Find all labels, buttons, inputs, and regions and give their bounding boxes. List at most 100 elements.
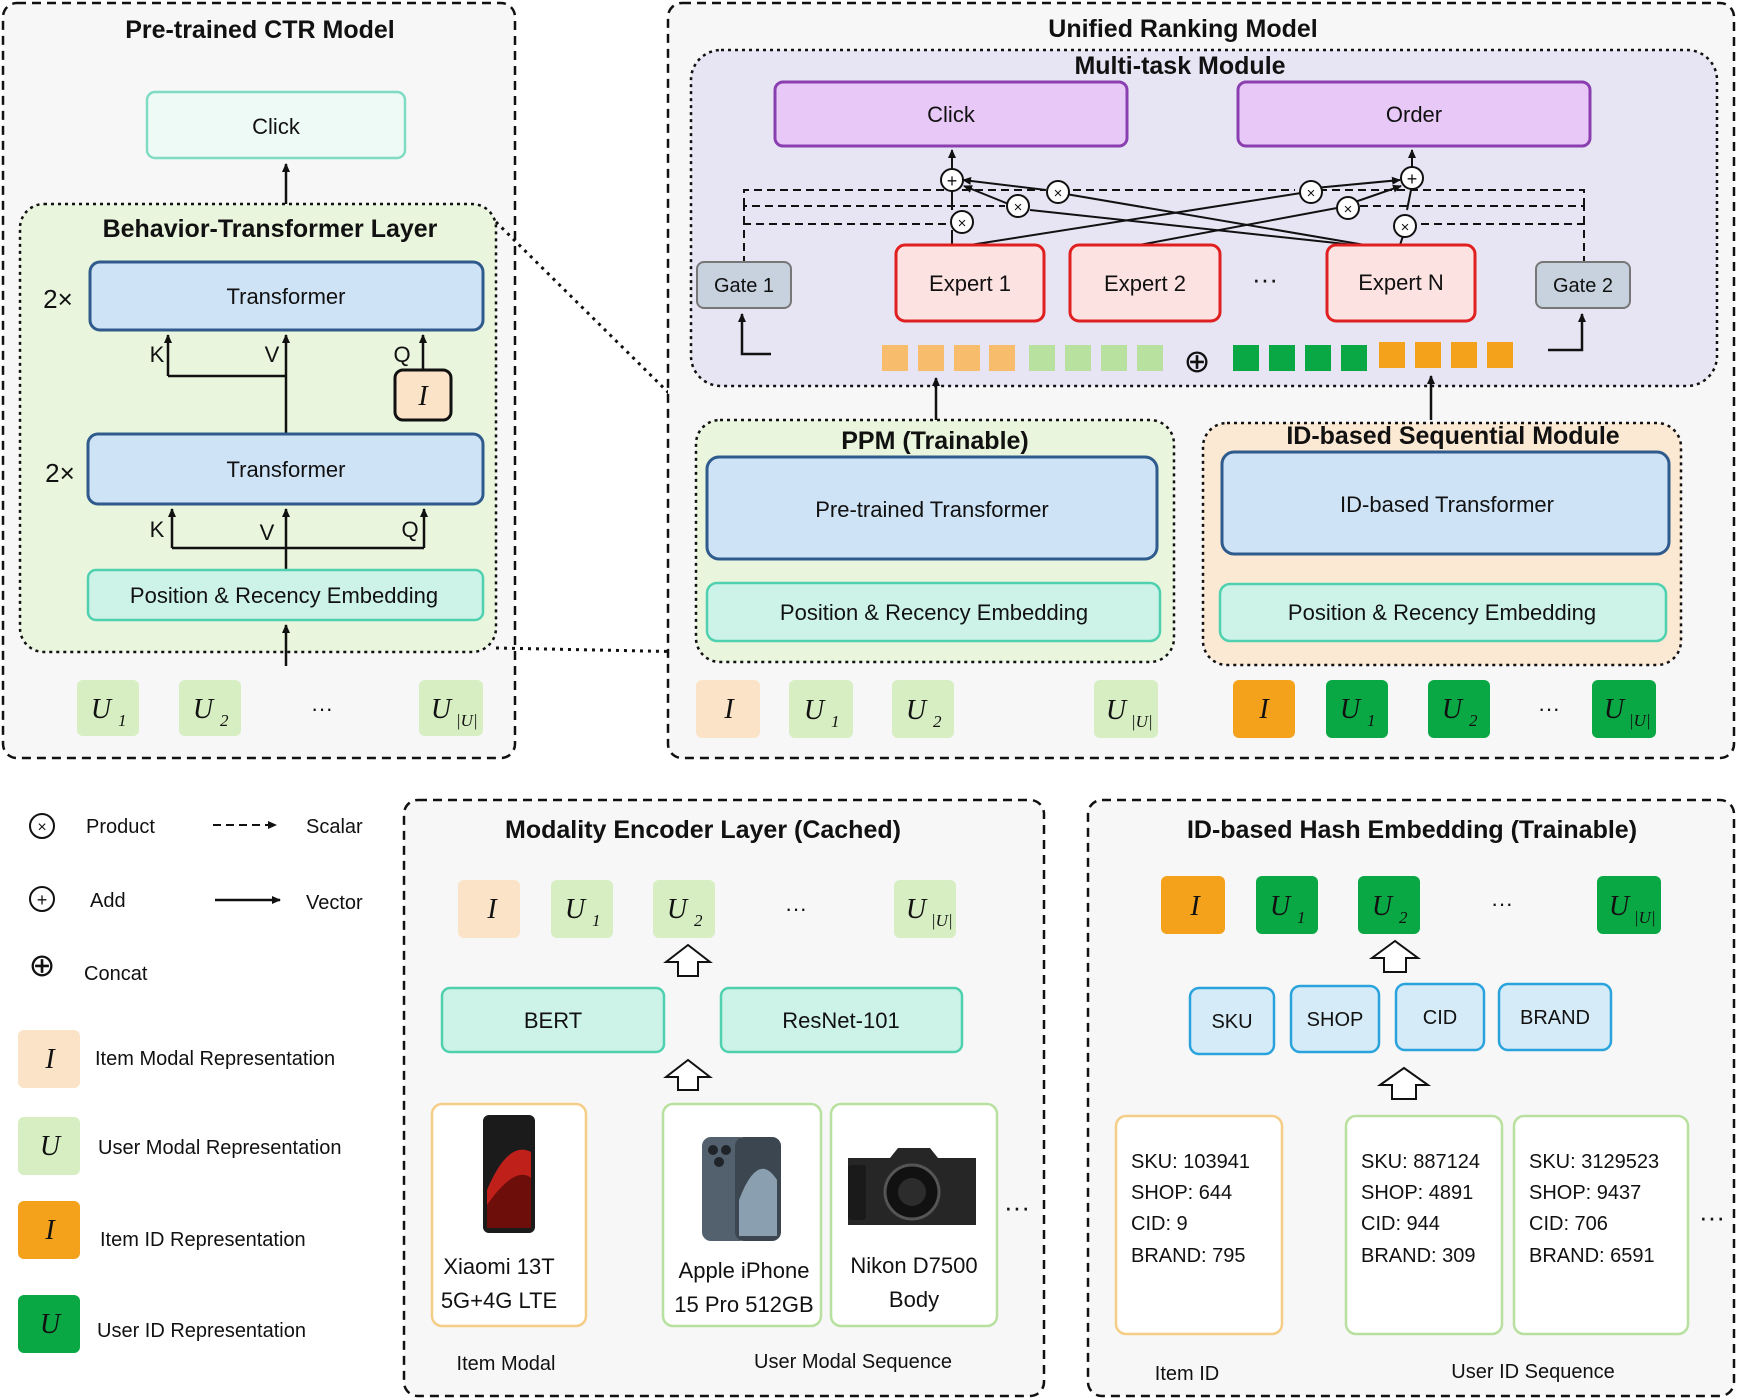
unified-id-token-i	[1233, 680, 1295, 738]
unified-id-token-u1-sub: 1	[1367, 711, 1376, 730]
unified-token-u1-label: U	[804, 695, 826, 726]
user-id-1-brand: BRAND: 309	[1361, 1245, 1476, 1267]
user-id-2-brand: BRAND: 6591	[1529, 1245, 1655, 1267]
expert-dots: ···	[1252, 264, 1278, 294]
user-id-1-cid: CID: 944	[1361, 1213, 1440, 1235]
hash-token-un-label: U	[1609, 891, 1631, 922]
unified-token-u2-label: U	[906, 695, 928, 726]
unified-id-token-un	[1592, 680, 1656, 738]
unified-token-u1	[789, 680, 853, 738]
svg-text:×: ×	[1014, 199, 1023, 216]
k-label-bottom: K	[150, 517, 165, 542]
unified-ranking-panel: Unified Ranking Model Multi-task Module …	[666, 1, 1736, 760]
unified-id-tokens: I U 1 U 2 ··· U |U|	[1233, 680, 1656, 738]
phone-image	[483, 1115, 535, 1233]
unified-id-token-un-sub: |U|	[1629, 711, 1651, 730]
expert-1-label: Expert 1	[929, 271, 1011, 296]
item-card-line2: 5G+4G LTE	[441, 1288, 557, 1313]
ppm-transformer-box	[705, 455, 1159, 561]
left-token-un	[419, 680, 483, 736]
encoder-token-i-label: I	[486, 894, 498, 925]
q-label-top: Q	[393, 342, 410, 367]
legend-item-modal-glyph: I	[44, 1044, 56, 1075]
encoder-token-u1	[551, 880, 613, 938]
ppm-title: PPM (Trainable)	[841, 427, 1029, 455]
gate-scalar-lines	[743, 189, 1585, 264]
idseq-transformer-box	[1220, 450, 1671, 556]
left-token-u2-label: U	[193, 694, 215, 725]
unified-id-token-u1-label: U	[1340, 694, 1362, 725]
concat-symbol: ⊕	[1184, 343, 1211, 379]
iphone-image	[702, 1137, 781, 1241]
left-token-un-sub: |U|	[456, 711, 478, 730]
item-id-caption: Item ID	[1155, 1363, 1219, 1385]
idseq-pos-embedding	[1218, 582, 1668, 643]
item-query-label: I	[417, 381, 429, 412]
unified-id-token-u2-label: U	[1442, 694, 1464, 725]
unified-token-i	[696, 680, 760, 738]
user-id-2-shop: SHOP: 9437	[1529, 1182, 1641, 1204]
add-click-icon	[940, 168, 964, 192]
bert-label: BERT	[524, 1008, 582, 1033]
unified-token-u2	[892, 680, 954, 738]
idseq-transformer-label: ID-based Transformer	[1340, 492, 1554, 517]
user-id-1-shop: SHOP: 4891	[1361, 1182, 1473, 1204]
transformer-top-label: Transformer	[227, 284, 346, 309]
user-card-1-line1: Apple iPhone	[679, 1258, 810, 1283]
camera-image	[848, 1148, 976, 1225]
multitask-title: Multi-task Module	[1074, 52, 1285, 80]
legend-item-id-swatch	[18, 1201, 80, 1259]
pretrained-title: Pre-trained CTR Model	[125, 16, 394, 44]
hash-up-arrow-top	[1368, 939, 1422, 973]
hash-token-u2-sub: 2	[1399, 908, 1408, 927]
arrow-into-gate-2	[1548, 313, 1586, 352]
pretrained-ctr-panel: Pre-trained CTR Model Click Behavior-Tra…	[1, 1, 517, 760]
encoder-token-un	[894, 880, 956, 938]
encoder-token-i	[458, 880, 520, 938]
hash-up-arrow-bottom	[1376, 1066, 1432, 1100]
legend-user-id-glyph: U	[40, 1309, 62, 1340]
unified-id-token-u2	[1428, 680, 1490, 738]
legend-user-modal-swatch	[18, 1117, 80, 1175]
expert-2-label: Expert 2	[1104, 271, 1186, 296]
encoder-token-u2-sub: 2	[694, 911, 703, 930]
item-card-line1: Xiaomi 13T	[443, 1254, 554, 1279]
legend-concat-icon: ⊕	[29, 947, 56, 983]
zoom-line-bottom	[495, 646, 697, 654]
user-id-2-cid: CID: 706	[1529, 1213, 1608, 1235]
encoder-more-dots: ···	[1004, 1192, 1030, 1222]
user-modal-seq-caption: User Modal Sequence	[754, 1351, 952, 1373]
legend-user-id-swatch	[18, 1295, 80, 1353]
hash-token-u1-sub: 1	[1297, 908, 1306, 927]
cid-box	[1394, 982, 1486, 1052]
add-order-icon	[1400, 166, 1424, 190]
repeat-bottom: 2×	[45, 458, 75, 488]
left-token-u2-sub: 2	[220, 711, 229, 730]
item-id-card	[1114, 1114, 1284, 1336]
hash-token-u1	[1256, 876, 1318, 934]
left-token-dots: ···	[311, 696, 333, 721]
svg-text:×: ×	[1054, 185, 1063, 202]
item-query-token	[393, 368, 453, 422]
user-card-2-line2: Body	[889, 1287, 939, 1312]
left-token-u1	[77, 680, 139, 736]
expert-1-box	[894, 243, 1046, 323]
hash-token-un	[1597, 876, 1661, 934]
encoder-token-u2-label: U	[667, 894, 689, 925]
item-id-brand: BRAND: 795	[1131, 1245, 1246, 1267]
left-token-u1-sub: 1	[118, 711, 127, 730]
transformer-bottom	[86, 432, 485, 506]
ppm-pos-embedding	[705, 581, 1162, 643]
svg-text:+: +	[947, 171, 958, 191]
idseq-pos-embedding-label: Position & Recency Embedding	[1288, 600, 1596, 625]
hash-token-i	[1161, 876, 1225, 934]
encoder-token-u1-label: U	[565, 894, 587, 925]
hash-embedding-panel: ID-based Hash Embedding (Trainable) I U …	[1086, 798, 1736, 1398]
gate-1-label: Gate 1	[714, 275, 774, 297]
ppm-pos-embedding-label: Position & Recency Embedding	[780, 600, 1088, 625]
item-id-sku: SKU: 103941	[1131, 1151, 1250, 1173]
svg-text:×: ×	[1344, 201, 1353, 218]
legend: × Product Scalar + Add Vector ⊕ Concat I…	[18, 813, 363, 1353]
